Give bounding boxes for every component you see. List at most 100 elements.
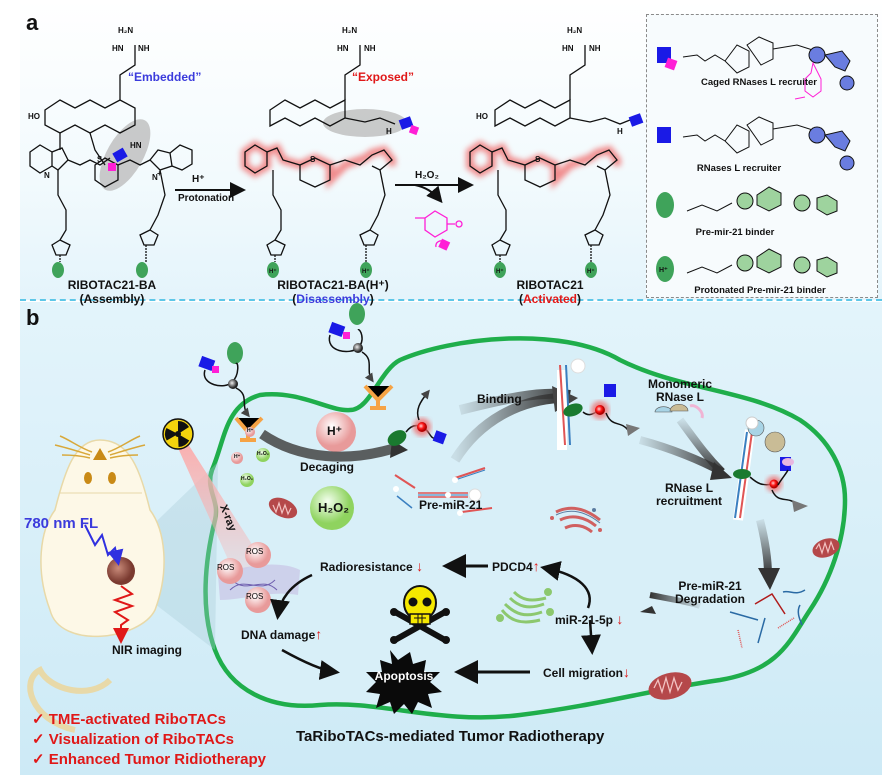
byproduct-arrow	[414, 184, 443, 204]
svg-text:S: S	[97, 155, 103, 164]
premir-binding-arrow	[450, 393, 561, 463]
decaging-label: Decaging	[300, 460, 355, 474]
state-sub: Activated	[522, 292, 578, 306]
dna-damage-label: DNA damage↑	[241, 626, 323, 642]
svg-text:H₂N: H₂N	[567, 26, 582, 35]
radiation-icon	[162, 418, 194, 450]
pdcd4-label: PDCD4↑	[492, 558, 540, 574]
state-sub: Disassembly	[296, 292, 370, 306]
svg-text:NH: NH	[589, 44, 601, 53]
svg-text:HN: HN	[130, 141, 142, 150]
monomeric-rnase-l	[654, 403, 704, 419]
svg-text:HO: HO	[28, 112, 40, 121]
hplus-bubble-large	[316, 412, 356, 452]
svg-text:S: S	[535, 155, 541, 164]
disassembly-atom-labels: H₂N HN NH S H	[310, 26, 392, 164]
nir-wave-arrow	[111, 585, 136, 644]
recruiter-icon	[657, 127, 671, 143]
fl-wave-arrow	[84, 524, 124, 566]
recruited-complex	[733, 416, 808, 521]
dna-to-apoptosis-arrow	[281, 648, 340, 680]
hplus-large-label: H⁺	[327, 424, 342, 438]
recruiter-structure	[682, 116, 855, 171]
ros-bubble	[245, 587, 271, 613]
hplus-bubble-small	[231, 452, 243, 464]
hplus-small-label: H⁺	[247, 428, 254, 434]
benefits-checklist: ✓ TME-activated RiboTACs ✓ Visualization…	[32, 710, 266, 770]
h2o2-arrow-label: H₂O₂	[415, 170, 439, 181]
panel-b-caption: TaRiboTACs-mediated Tumor Radiotherapy	[296, 728, 605, 745]
legend-graphics: H⁺	[656, 36, 855, 282]
panel-b-letter: b	[26, 305, 40, 330]
checklist-item: ✓ Visualization of RiboTACs	[32, 731, 235, 748]
panel-divider	[20, 299, 882, 301]
state-disassembly: RIBOTAC21-BA(H⁺) (Disassembly)	[248, 278, 418, 306]
svg-text:H₂N: H₂N	[342, 26, 357, 35]
hplus-label: H⁺	[496, 268, 504, 275]
ros-label: ROS	[246, 592, 264, 601]
svg-text:HN: HN	[562, 44, 574, 53]
golgi-icon	[496, 588, 554, 624]
state-assembly: RIBOTAC21-BA (Assembly)	[42, 278, 182, 306]
recruitment-arrowhead	[710, 462, 732, 480]
protonation-arrow-top: H⁺	[192, 174, 205, 185]
svg-text:N: N	[44, 171, 50, 180]
state-activated: RIBOTAC21 (Activated)	[480, 278, 620, 306]
down-arrow-icon: ↓	[616, 611, 624, 627]
h2o2-small-label: H₂O₂	[257, 451, 269, 457]
down-arrow-icon: ↓	[416, 558, 424, 574]
degradation-to-mir-arrowhead	[640, 606, 656, 614]
binding-label: Binding	[477, 392, 522, 406]
rna-fragments	[729, 589, 806, 649]
svg-text:S: S	[310, 155, 316, 164]
panel-a-letter: a	[26, 10, 39, 35]
svg-text:H⁺: H⁺	[659, 267, 668, 274]
cell-migration-label: Cell migration↓	[543, 664, 631, 680]
caged-recruiter-structure	[682, 36, 855, 91]
nir-imaging-label: NIR imaging	[112, 643, 183, 657]
h2o2-bubble-small	[256, 448, 270, 462]
protonated-binder-icon	[494, 262, 506, 278]
state-name: RIBOTAC21	[516, 278, 584, 292]
state-name: RIBOTAC21-BA	[67, 278, 157, 292]
protonated-binder-structure	[686, 248, 838, 278]
h2o2-small-label: H₂O₂	[241, 476, 253, 482]
exposed-tag: “Exposed”	[352, 70, 415, 84]
molecule-activated	[466, 45, 631, 262]
panel-a-chemistry: H₂N HN NH HO S HN N N +	[28, 26, 644, 278]
protonated-binder-icon	[585, 262, 597, 278]
decaging-arrow	[259, 429, 397, 462]
activated-probe	[387, 389, 447, 446]
legend-label-recruiter: RNases L recruiter	[696, 163, 782, 174]
svg-text:+: +	[157, 169, 162, 178]
cage-icon	[408, 124, 420, 136]
hplus-small-label: H⁺	[234, 454, 241, 460]
checklist-item: ✓ Enhanced Tumor Ridiotherapy	[32, 751, 266, 768]
assembly-atom-labels: H₂N HN NH HO S HN N N +	[28, 26, 162, 182]
legend-box: H⁺ Caged RNases L recruiter RNases L rec…	[646, 14, 878, 298]
mouse-illustration	[27, 435, 165, 733]
binder-icon	[656, 192, 674, 218]
recruiter-icon	[398, 116, 414, 130]
checklist-item: ✓ TME-activated RiboTACs	[32, 711, 226, 728]
apoptosis-label: Apoptosis	[374, 669, 434, 683]
pre-mir21-degradation-label: Pre-miR-21 Degradation	[675, 579, 746, 606]
hplus-bubble-small	[245, 427, 255, 437]
binder-icon	[136, 262, 148, 278]
mir-to-pdcd4-arrow	[540, 561, 591, 609]
probe-outside-1	[198, 342, 250, 418]
svg-text:NH: NH	[138, 44, 150, 53]
degradation-arrowhead	[758, 568, 780, 590]
endoplasmic-reticulum-icon	[550, 506, 602, 534]
hplus-label: H⁺	[587, 268, 595, 275]
state-sub: Assembly	[83, 292, 141, 306]
skull-crossbones-icon	[390, 585, 450, 644]
legend-label-caged-recruiter: Caged RNases L recruiter	[701, 77, 817, 88]
mitochondrion-icon	[268, 497, 298, 519]
mitochondrion-icon	[648, 672, 692, 700]
binder-structure	[686, 186, 838, 216]
svg-text:N: N	[152, 173, 158, 182]
monomeric-rnase-l-label: Monomeric RNase L	[648, 377, 713, 404]
hplus-label: H⁺	[362, 268, 370, 275]
